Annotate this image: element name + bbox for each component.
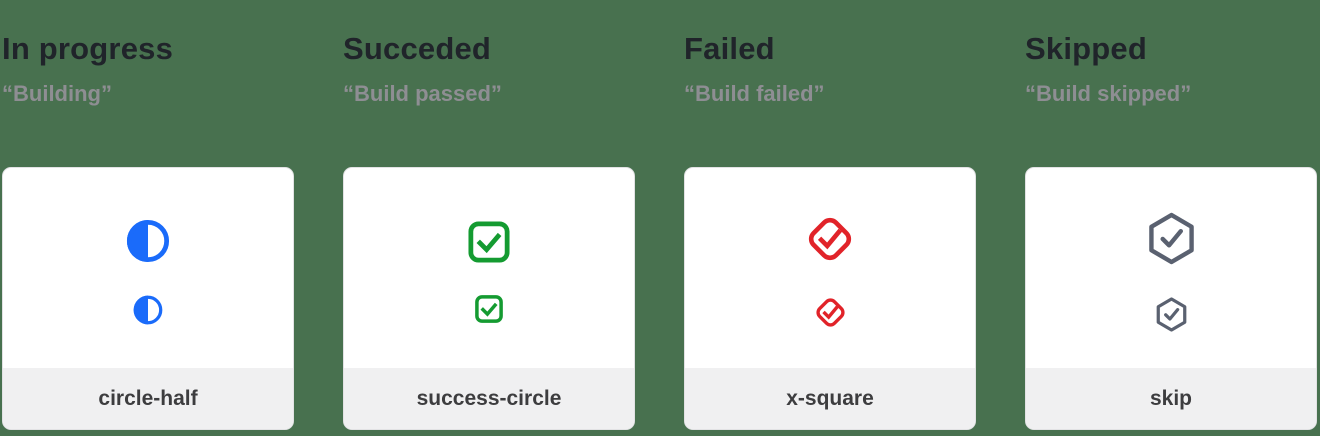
status-message: “Build failed” xyxy=(684,81,825,106)
column-title: In progress xyxy=(2,31,174,66)
check-square-icon-small xyxy=(475,294,503,323)
icon-card: skip xyxy=(1025,167,1317,430)
circle-half-icon-large xyxy=(126,219,170,263)
check-square-icon-large xyxy=(468,220,510,263)
icon-card-body xyxy=(3,168,293,368)
icon-card-body xyxy=(344,168,634,368)
status-column-succeded: Succeded “Build passed” success-circle xyxy=(343,30,635,430)
check-hexagon-icon-large xyxy=(1148,212,1195,265)
column-title: Succeded xyxy=(343,31,492,66)
circle-half-icon-small xyxy=(133,295,163,325)
icon-name-label: success-circle xyxy=(344,368,634,429)
status-column-skipped: Skipped “Build skipped” skip xyxy=(1025,30,1317,430)
check-diamond-icon-large xyxy=(805,214,855,264)
status-message: “Build skipped” xyxy=(1025,81,1192,106)
status-message: “Building” xyxy=(2,81,112,106)
status-column-in-progress: In progress “Building” circle-half xyxy=(2,30,294,430)
icon-card-body xyxy=(1026,168,1316,368)
column-title: Skipped xyxy=(1025,31,1147,66)
check-hexagon-icon-small xyxy=(1156,296,1187,332)
icon-card: circle-half xyxy=(2,167,294,430)
check-diamond-icon-small xyxy=(814,296,847,329)
icon-card: success-circle xyxy=(343,167,635,430)
status-message: “Build passed” xyxy=(343,81,502,106)
icon-card: x-square xyxy=(684,167,976,430)
icon-card-body xyxy=(685,168,975,368)
icon-name-label: x-square xyxy=(685,368,975,429)
status-column-failed: Failed “Build failed” x-square xyxy=(684,30,976,430)
icon-name-label: skip xyxy=(1026,368,1316,429)
icon-name-label: circle-half xyxy=(3,368,293,429)
column-title: Failed xyxy=(684,31,775,66)
